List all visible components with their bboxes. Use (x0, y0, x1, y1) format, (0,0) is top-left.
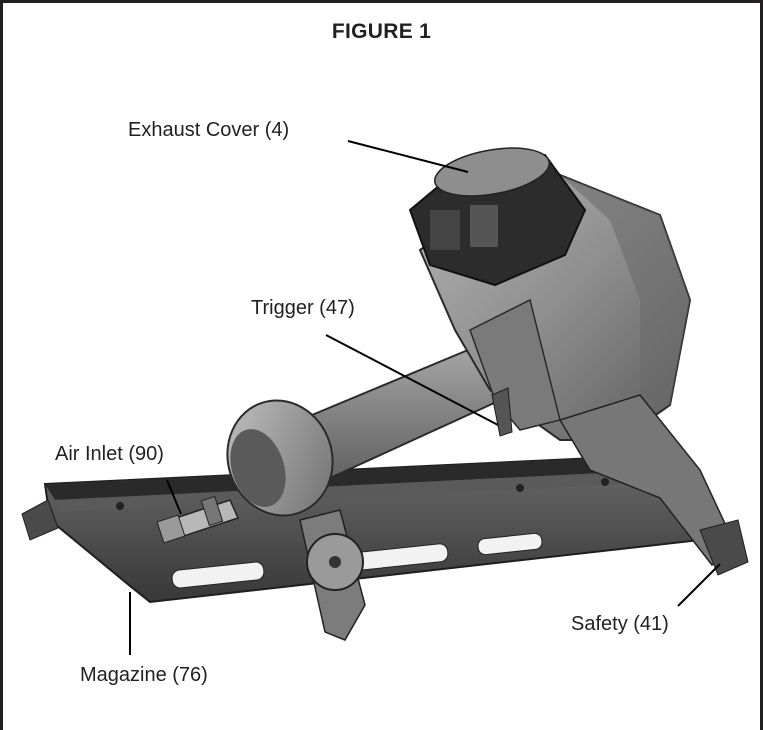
label-exhaust-cover: Exhaust Cover (4) (128, 119, 290, 141)
label-magazine: Magazine (76) (80, 664, 208, 686)
tool-body (418, 173, 749, 576)
figure-title: FIGURE 1 (331, 20, 432, 43)
label-safety: Safety (41) (571, 613, 669, 635)
leader-air-inlet (166, 479, 182, 515)
leader-trigger (325, 334, 499, 426)
label-trigger: Trigger (47) (251, 297, 355, 319)
handle (226, 343, 507, 517)
exhaust-cover (408, 147, 587, 287)
label-air-inlet: Air Inlet (90) (55, 443, 164, 465)
magazine-rail (21, 453, 707, 604)
support-leg (299, 509, 366, 641)
leader-lines (129, 140, 721, 655)
air-inlet-fitting (156, 495, 240, 544)
leader-exhaust-cover (347, 140, 469, 173)
leader-safety (677, 563, 721, 607)
